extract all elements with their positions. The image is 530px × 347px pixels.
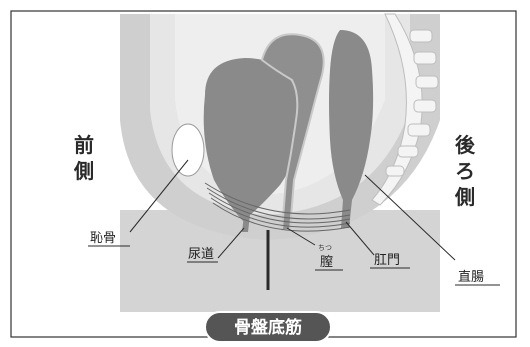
leader-urethra [217,227,245,259]
lower-tissue [120,210,440,312]
label-front-1: 前 [74,133,94,157]
label-pelvic-floor: 骨盤底筋 [234,317,302,338]
pubic-bone-shape [171,123,205,177]
label-vagina: 膣 [320,254,333,270]
label-vagina-ruby: ちつ [318,244,332,252]
label-pubic-bone: 恥骨 [90,231,116,246]
rectum-shape [329,30,374,228]
leader-rectum [364,174,456,261]
leader-vagina [286,227,316,246]
leader-pubic-bone [129,159,189,233]
leader-lines [129,159,456,290]
label-anus: 肛門 [374,253,400,268]
pelvic-floor-lines [204,182,351,232]
label-back-2: ろ [455,159,475,183]
label-front-2: 側 [73,159,94,183]
pelvic-floor-pill [204,311,332,343]
sacrum-spine [371,13,439,206]
uterus-vagina [260,33,325,231]
bladder [203,58,300,222]
label-back-1: 後 [455,133,476,157]
label-back-3: 側 [454,185,475,209]
leader-anus [345,221,375,256]
label-rectum: 直腸 [458,270,484,285]
label-urethra: 尿道 [188,247,214,262]
